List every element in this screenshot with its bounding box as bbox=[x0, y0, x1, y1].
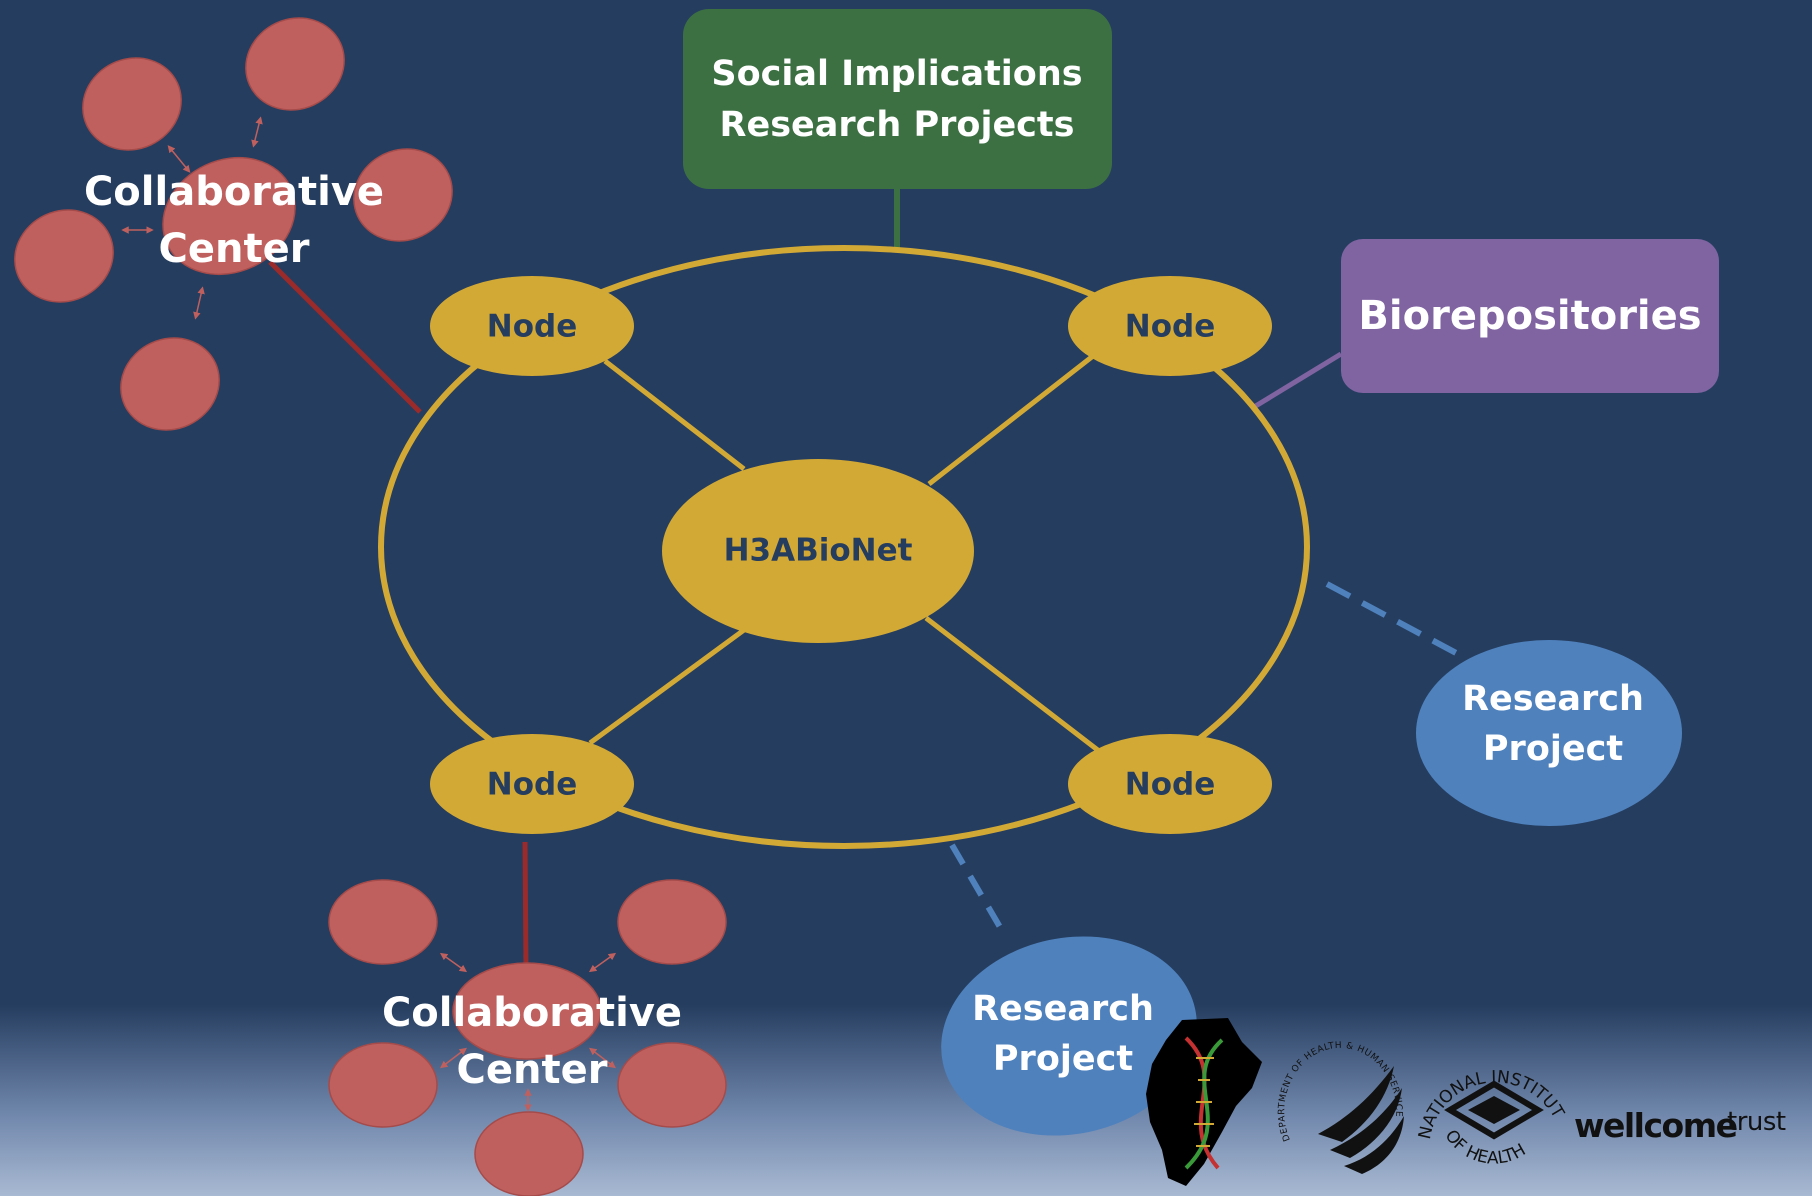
research-bottom-line2: Project bbox=[993, 1039, 1133, 1079]
research-project-bottom[interactable]: Research Project bbox=[922, 913, 1215, 1158]
wellcome-logo-bold: wellcome bbox=[1574, 1106, 1737, 1145]
collab-satellite bbox=[328, 1042, 438, 1128]
research-right-line2: Project bbox=[1483, 729, 1623, 769]
node-top-right[interactable]: Node bbox=[1068, 276, 1272, 376]
research-right-line1: Research bbox=[1462, 679, 1644, 719]
collab-arrow bbox=[167, 145, 191, 173]
collab-satellite bbox=[82, 57, 182, 151]
network-ring bbox=[378, 245, 1310, 849]
collaborative-center-bottom[interactable]: Collaborative Center bbox=[328, 879, 727, 1196]
collaborative-center-top[interactable]: Collaborative Center bbox=[0, 2, 467, 446]
hub-h3abionet[interactable]: H3ABioNet bbox=[662, 459, 974, 643]
collab-satellite bbox=[14, 209, 114, 303]
wellcome-logo-light: trust bbox=[1727, 1107, 1786, 1137]
research-project-right[interactable]: Research Project bbox=[1416, 640, 1682, 826]
biorepo-connector bbox=[1252, 351, 1343, 410]
node-label: Node bbox=[487, 767, 577, 803]
dna-strand-red bbox=[1184, 1036, 1220, 1170]
collab-satellite bbox=[617, 879, 727, 965]
spoke bbox=[924, 616, 1101, 753]
collab-center-circle bbox=[162, 156, 296, 276]
spoke bbox=[927, 354, 1095, 486]
collab-bottom-line2: Center bbox=[457, 1047, 608, 1093]
node-label: Node bbox=[487, 309, 577, 345]
social-box-line2: Research Projects bbox=[720, 105, 1075, 145]
biorepositories-label: Biorepositories bbox=[1358, 293, 1701, 339]
node-top-left[interactable]: Node bbox=[430, 276, 634, 376]
hub-label: H3ABioNet bbox=[724, 533, 913, 569]
social-box-line1: Social Implications bbox=[711, 54, 1082, 94]
collab-arrow bbox=[440, 1047, 467, 1069]
social-implications-box[interactable]: Social Implications Research Projects bbox=[683, 9, 1112, 189]
collab-top-line1: Collaborative bbox=[84, 169, 384, 215]
collab-satellite bbox=[474, 1111, 584, 1196]
research-bottom-connector bbox=[949, 843, 1007, 936]
collab-satellite bbox=[353, 148, 453, 242]
collab-arrow bbox=[251, 116, 263, 148]
collab-top-line2: Center bbox=[159, 226, 310, 272]
collab-bottom-connector bbox=[522, 841, 529, 969]
spoke bbox=[603, 359, 746, 471]
collab-arrow bbox=[588, 952, 617, 973]
node-bottom-right[interactable]: Node bbox=[1068, 734, 1272, 834]
research-bottom-line1: Research bbox=[972, 989, 1154, 1029]
collab-satellite bbox=[617, 1042, 727, 1128]
collab-satellite bbox=[245, 17, 345, 111]
spoke bbox=[588, 627, 746, 746]
collab-arrow bbox=[439, 952, 468, 973]
collab-arrow bbox=[193, 286, 205, 320]
node-label: Node bbox=[1125, 309, 1215, 345]
research-right-connector bbox=[1325, 581, 1460, 657]
collab-satellite bbox=[120, 337, 220, 431]
africa-dna-logo bbox=[1146, 1018, 1262, 1186]
node-bottom-left[interactable]: Node bbox=[430, 734, 634, 834]
wellcome-trust-logo: wellcome trust bbox=[1574, 1106, 1786, 1145]
collab-bottom-line1: Collaborative bbox=[382, 990, 682, 1036]
collab-arrow bbox=[589, 1047, 616, 1069]
node-label: Node bbox=[1125, 767, 1215, 803]
collab-top-connector bbox=[268, 260, 422, 414]
biorepositories-box[interactable]: Biorepositories bbox=[1341, 239, 1719, 393]
collab-center-circle bbox=[452, 962, 602, 1060]
collab-satellite bbox=[328, 879, 438, 965]
